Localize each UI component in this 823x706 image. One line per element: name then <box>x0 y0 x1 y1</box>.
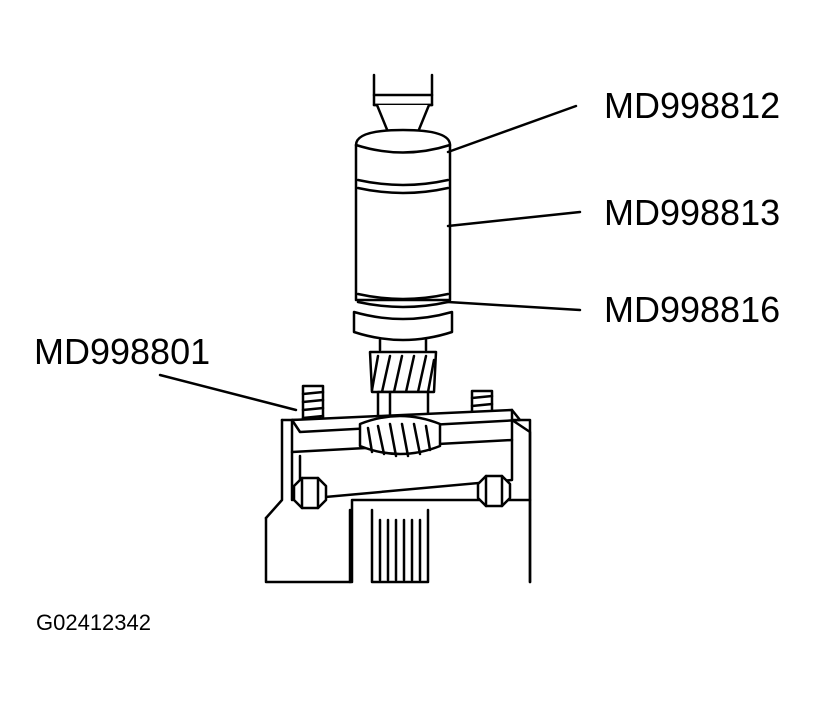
leader-line-md998801 <box>158 373 298 412</box>
left-nut <box>292 476 328 510</box>
left-threaded-stud <box>301 384 325 428</box>
press-tool-stack <box>352 128 454 352</box>
splined-shaft <box>370 508 430 584</box>
leader-line-md998812 <box>446 104 578 154</box>
leader-line-md998813 <box>446 210 582 228</box>
callout-md998813: MD998813 <box>604 192 781 233</box>
leader-lines <box>158 104 582 412</box>
figure-id: G02412342 <box>36 610 151 635</box>
upper-gear <box>368 350 438 394</box>
callout-md998816: MD998816 <box>604 289 781 330</box>
callout-md998801: MD998801 <box>34 331 211 372</box>
leader-line-md998816 <box>446 300 582 312</box>
lower-gear <box>358 414 442 458</box>
press-ram <box>372 73 434 134</box>
right-nut <box>476 474 512 508</box>
callout-md998812: MD998812 <box>604 85 781 126</box>
